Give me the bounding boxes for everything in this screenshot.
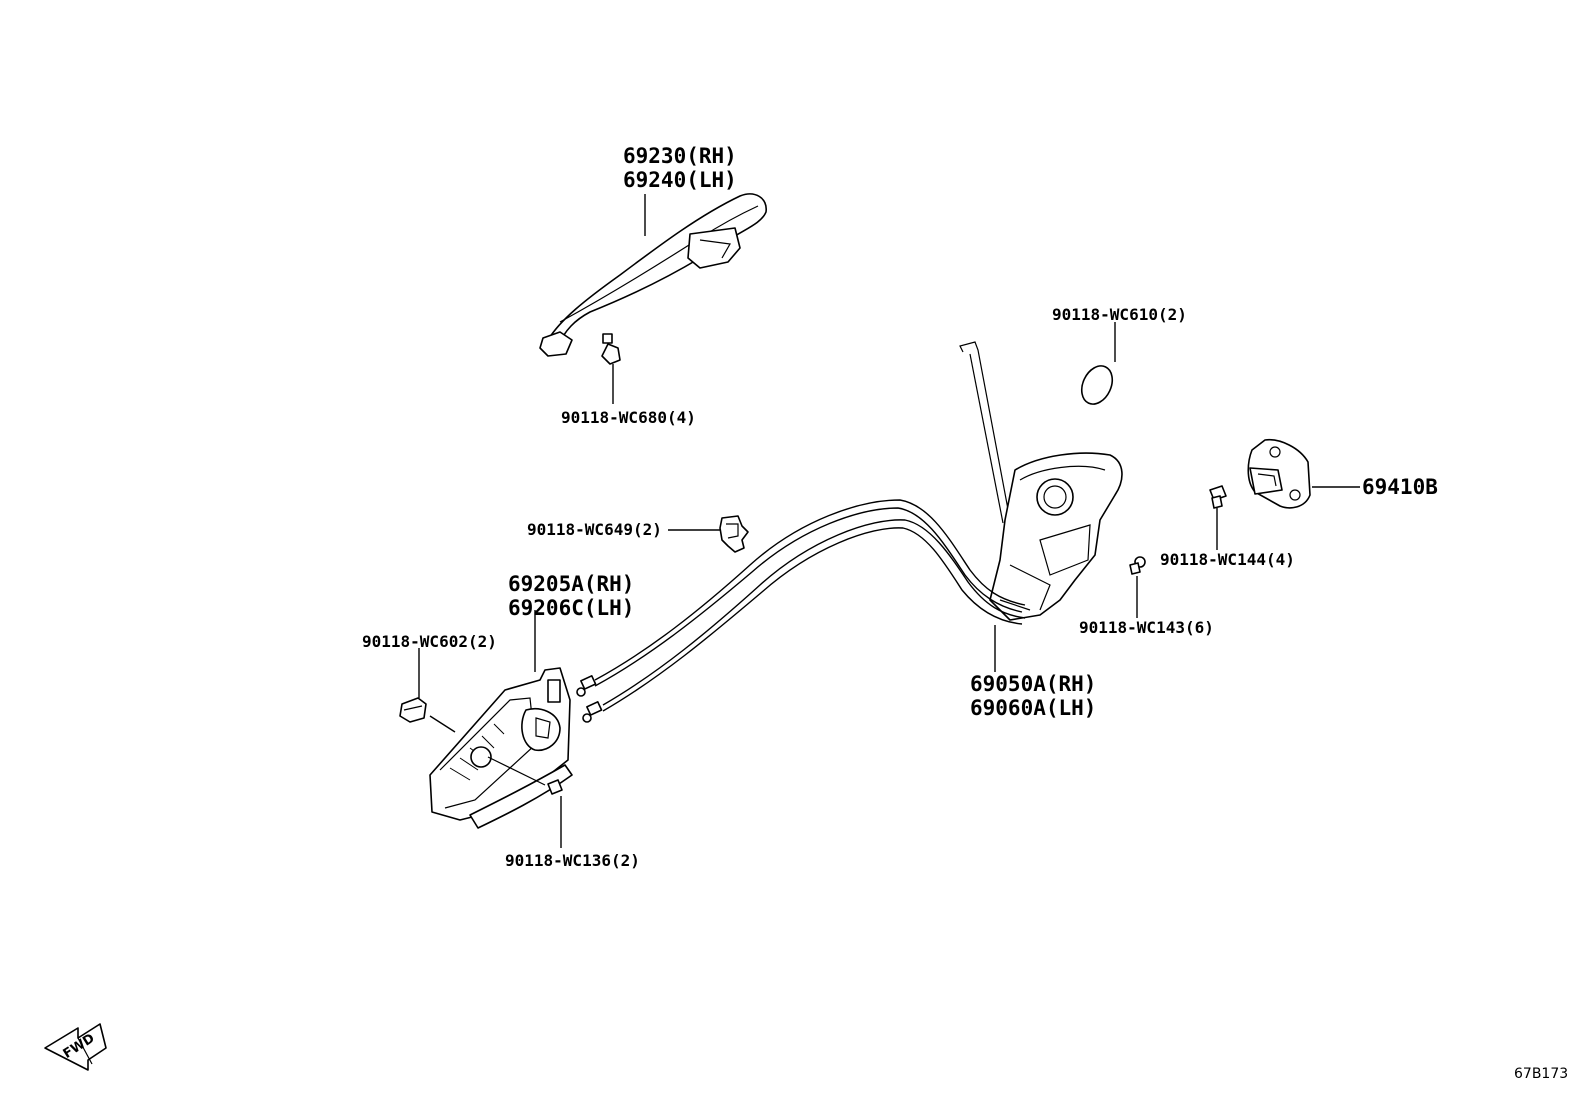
label-frame-lh: 69206C(LH)	[508, 596, 635, 620]
label-frame-rh: 69205A(RH)	[508, 572, 635, 596]
screw-wc136[interactable]	[487, 756, 563, 795]
label-wc144: 90118-WC144(4)	[1160, 550, 1295, 569]
plug-wc610[interactable]	[1076, 361, 1118, 409]
fwd-arrow-icon	[44, 1023, 107, 1071]
handle-frame[interactable]	[429, 667, 573, 829]
label-wc610: 90118-WC610(2)	[1052, 305, 1187, 324]
screw-wc143[interactable]	[1129, 556, 1146, 575]
screw-wc680[interactable]	[601, 333, 621, 365]
door-lock-assembly[interactable]	[959, 341, 1123, 621]
label-handle-lh: 69240(LH)	[623, 168, 737, 192]
leader-wc602-b	[429, 715, 456, 733]
label-lock-rh: 69050A(RH)	[970, 672, 1097, 696]
label-wc649: 90118-WC649(2)	[527, 520, 662, 539]
label-wc602: 90118-WC602(2)	[362, 632, 497, 651]
label-striker: 69410B	[1362, 475, 1438, 499]
door-striker[interactable]	[1247, 438, 1311, 509]
control-cables[interactable]	[576, 499, 1026, 723]
cap-wc602[interactable]	[399, 697, 427, 723]
label-wc136: 90118-WC136(2)	[505, 851, 640, 870]
label-wc143: 90118-WC143(6)	[1079, 618, 1214, 637]
diagram-id: 67B173	[1514, 1066, 1569, 1082]
label-wc680: 90118-WC680(4)	[561, 408, 696, 427]
clip-wc649[interactable]	[719, 515, 749, 553]
label-lock-lh: 69060A(LH)	[970, 696, 1097, 720]
screw-wc144[interactable]	[1209, 485, 1227, 509]
label-handle-rh: 69230(RH)	[623, 144, 737, 168]
outside-handle[interactable]	[539, 193, 767, 357]
